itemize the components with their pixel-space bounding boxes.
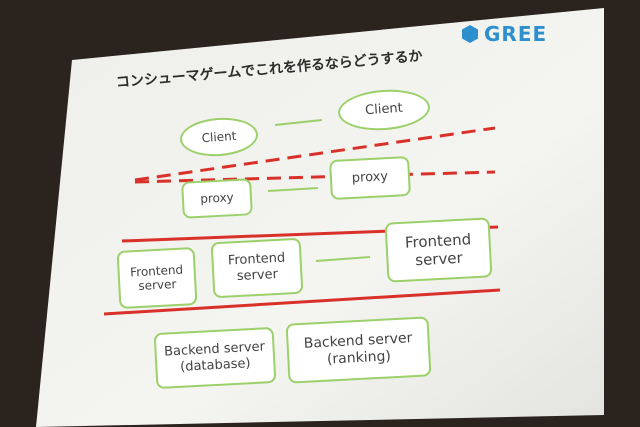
frontend-node-3: Frontend server <box>385 217 493 282</box>
node-label-line2: server <box>228 266 286 285</box>
node-label: Client <box>365 101 404 119</box>
backend-node-database: Backend server (database) <box>154 327 277 389</box>
backend-node-ranking: Backend server (ranking) <box>286 316 432 383</box>
proxy-node-left: proxy <box>181 178 253 219</box>
node-label-line2: server <box>405 248 472 269</box>
node-label: Client <box>201 129 237 146</box>
frontend-node-2: Frontend server <box>211 238 304 299</box>
node-label: proxy <box>200 190 234 206</box>
node-label: proxy <box>351 169 388 186</box>
proxy-node-right: proxy <box>329 156 411 200</box>
node-label-line2: server <box>131 277 185 294</box>
frontend-node-1: Frontend server <box>117 247 198 309</box>
